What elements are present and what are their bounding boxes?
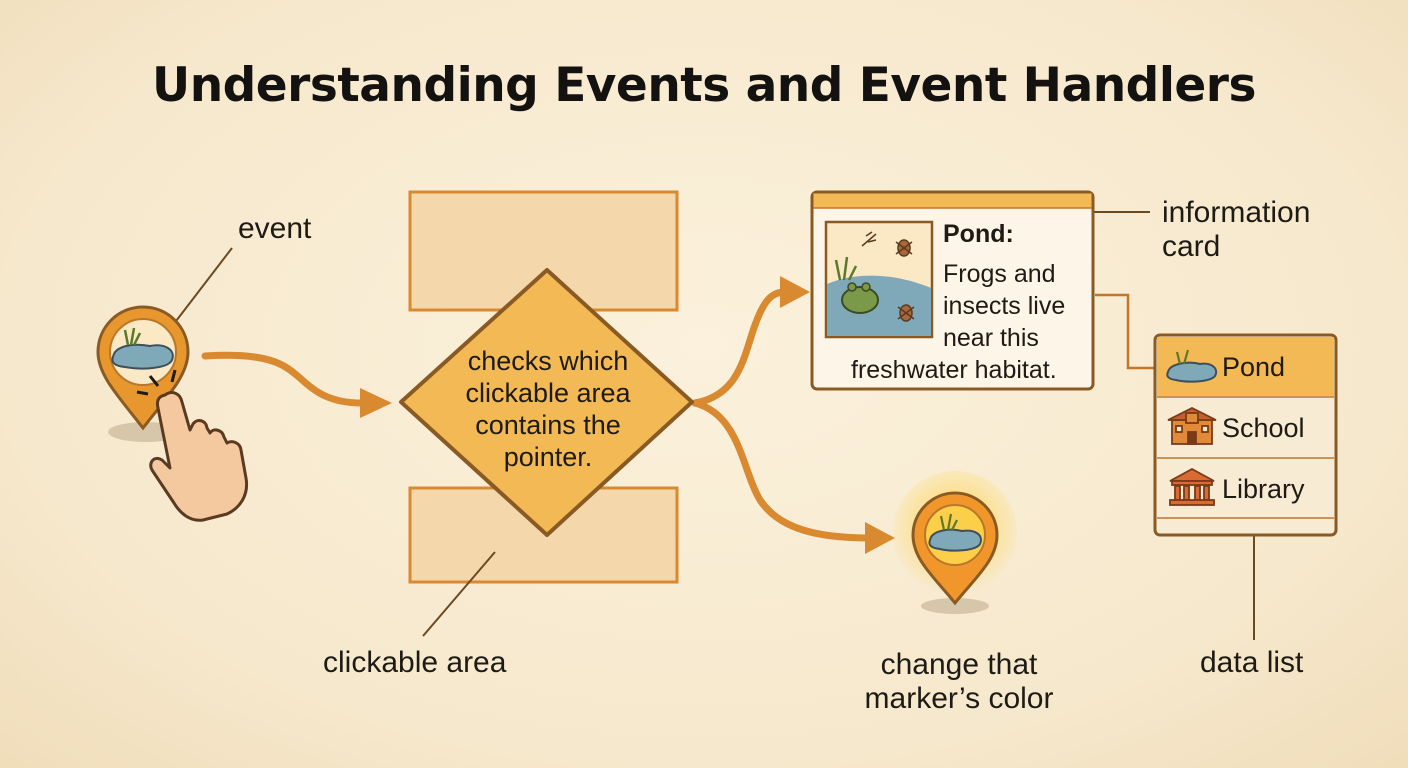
information-card-label: information card <box>1162 196 1310 264</box>
arrowhead-decision <box>360 388 392 418</box>
hand-pointer-icon <box>136 369 249 522</box>
arrow-decision-to-marker <box>691 399 874 542</box>
pond-scene-icon <box>824 220 934 339</box>
decision-line3: contains the <box>475 410 621 440</box>
event-leader-line <box>172 247 233 326</box>
dragonfly-icon <box>861 231 877 247</box>
decision-diamond <box>399 268 694 537</box>
arrow-decision-to-card <box>691 288 789 407</box>
info-card-line2: insects live <box>943 292 1066 320</box>
clickable-area-label: clickable area <box>323 646 507 679</box>
decision-text: checks which clickable area contains the… <box>438 345 658 473</box>
card-to-list-connector <box>1095 293 1158 370</box>
marker-color-label-line2: marker’s color <box>864 682 1054 715</box>
list-item-school[interactable]: School <box>1222 413 1305 443</box>
info-card-line4: freshwater habitat. <box>851 356 1057 384</box>
info-card-body: Frogs and insects live near this freshwa… <box>851 258 1113 386</box>
information-card <box>810 190 1095 391</box>
data-list-panel <box>1153 333 1338 537</box>
flow-arrows <box>201 288 874 542</box>
event-label: event <box>238 212 312 245</box>
decision-line1: checks which <box>467 346 629 376</box>
arrow-event-to-decision <box>201 351 366 407</box>
marker-color-label: change that marker’s color <box>848 648 1070 716</box>
info-card-heading: Pond: <box>943 220 1014 248</box>
frog-icon <box>841 286 879 314</box>
list-item-library[interactable]: Library <box>1222 474 1305 504</box>
arrowhead-card <box>780 276 810 308</box>
decision-line4: pointer. <box>503 442 593 472</box>
list-item-pond[interactable]: Pond <box>1222 352 1286 382</box>
library-icon <box>1169 467 1215 506</box>
marker-color-label-line1: change that <box>880 648 1038 681</box>
insect-icon <box>895 239 915 322</box>
information-card-label-line2: card <box>1162 230 1221 263</box>
school-icon <box>1167 406 1217 445</box>
highlighted-marker <box>893 471 1017 614</box>
clickable-area-leader-line <box>422 551 496 637</box>
info-card-line3: near this <box>943 324 1039 352</box>
pond-icon <box>1166 349 1218 383</box>
page-title: Understanding Events and Event Handlers <box>152 58 1256 113</box>
data-list-label: data list <box>1200 646 1304 679</box>
pond-icon <box>111 327 174 370</box>
pond-icon <box>928 513 982 552</box>
information-card-label-line1: information <box>1162 196 1311 229</box>
arrowhead-marker <box>865 522 895 554</box>
info-card-line1: Frogs and <box>943 260 1056 288</box>
decision-line2: clickable area <box>465 378 631 408</box>
